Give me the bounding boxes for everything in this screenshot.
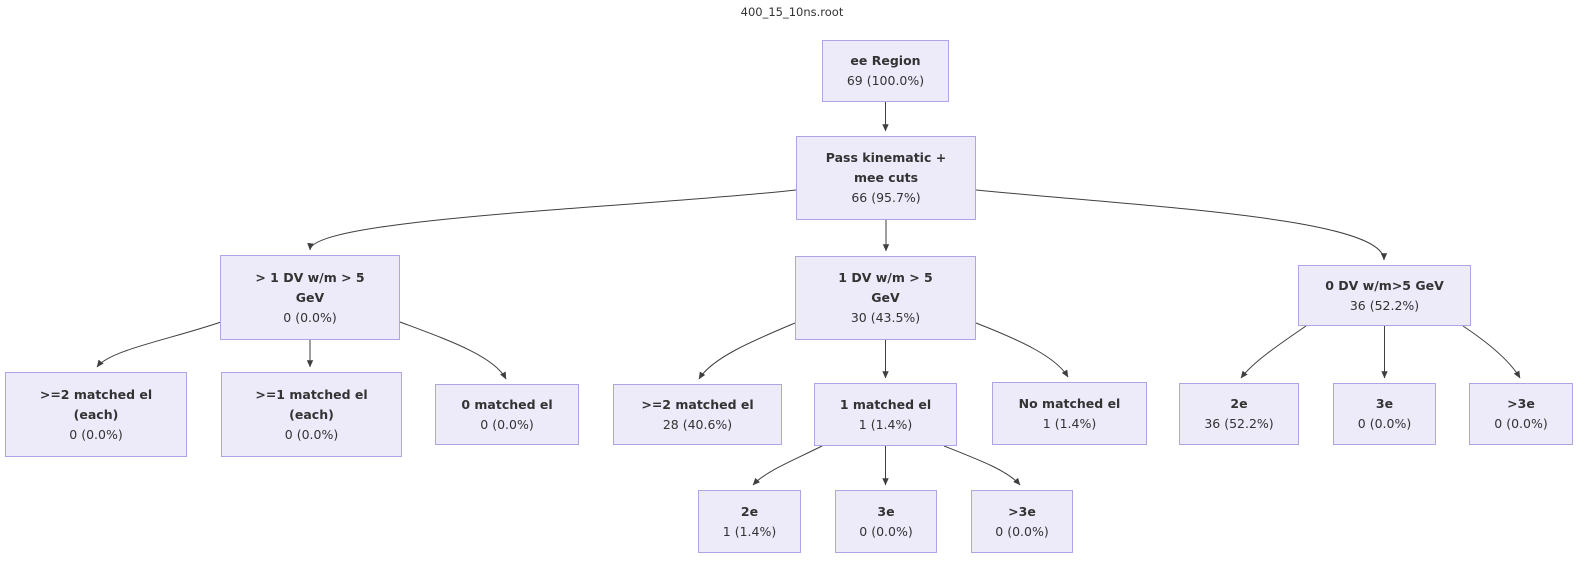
- node-count: 69 (100.0%): [846, 73, 925, 88]
- node-m1-2e: 2e 1 (1.4%): [698, 490, 801, 553]
- edge-zero-dv-to-dv0-gt3e: [1462, 325, 1521, 379]
- node-label: >3e: [1008, 503, 1036, 519]
- node-m1-gt3e: >3e 0 (0.0%): [971, 490, 1073, 553]
- node-count: 1 (1.4%): [722, 523, 777, 539]
- edge-pass-kinematic-to-gt1-dv: [307, 189, 797, 251]
- node-no-matched: No matched el 1 (1.4%): [992, 382, 1147, 445]
- node-label: 3e: [877, 503, 895, 519]
- node-label: Pass kinematic + mee cuts: [825, 150, 947, 185]
- node-ee-region: ee Region 69 (100.0%): [822, 40, 949, 102]
- node-count: 30 (43.5%): [850, 310, 921, 325]
- node-count: 0 (0.0%): [283, 309, 337, 325]
- node-count: 0 (0.0%): [859, 523, 913, 539]
- node-count: 1 (1.4%): [858, 416, 913, 432]
- node-count: 0 (0.0%): [69, 426, 123, 442]
- node-count: 0 (0.0%): [1357, 416, 1412, 431]
- node-m1-3e: 3e 0 (0.0%): [835, 490, 937, 553]
- node-count: 0 (0.0%): [995, 523, 1049, 539]
- node-label: 1 DV w/m > 5 GeV: [838, 270, 933, 305]
- node-count: 36 (52.2%): [1204, 416, 1274, 431]
- node-count: 0 (0.0%): [1494, 416, 1548, 431]
- node-dv0-2e: 2e 36 (52.2%): [1179, 383, 1299, 445]
- edge-one-matched-to-m1-2e: [752, 445, 823, 486]
- node-count: 0 (0.0%): [480, 416, 534, 432]
- edge-one-dv-to-no-matched: [975, 322, 1069, 378]
- node-label: >=2 matched el (each): [39, 386, 153, 422]
- edge-gt1-dv-to-ge2-matched-each: [96, 321, 222, 368]
- node-zero-dv: 0 DV w/m>5 GeV 36 (52.2%): [1298, 265, 1471, 326]
- node-pass-kinematic: Pass kinematic + mee cuts 66 (95.7%): [796, 136, 976, 220]
- node-label: 0 matched el: [461, 396, 553, 412]
- node-count: 1 (1.4%): [1042, 415, 1097, 431]
- node-count: 0 (0.0%): [284, 426, 339, 442]
- node-dv0-gt3e: >3e 0 (0.0%): [1469, 383, 1573, 445]
- node-label: 1 matched el: [839, 396, 932, 412]
- node-dv0-3e: 3e 0 (0.0%): [1333, 383, 1436, 445]
- node-label: 2e: [740, 503, 759, 519]
- node-label: 2e: [1230, 396, 1248, 411]
- diagram-title: 400_15_10ns.root: [740, 5, 844, 19]
- node-count: 66 (95.7%): [851, 190, 921, 205]
- edge-one-dv-to-ge2-matched: [698, 322, 796, 380]
- node-count: 36 (52.2%): [1349, 297, 1420, 313]
- node-label: >=1 matched el (each): [255, 386, 368, 422]
- edge-zero-dv-to-dv0-2e: [1240, 325, 1307, 379]
- node-ge1-matched-each: >=1 matched el (each) 0 (0.0%): [221, 372, 402, 457]
- node-label: ee Region: [850, 53, 921, 68]
- node-one-matched: 1 matched el 1 (1.4%): [814, 383, 957, 446]
- node-zero-matched: 0 matched el 0 (0.0%): [435, 384, 579, 445]
- node-ge2-matched-each: >=2 matched el (each) 0 (0.0%): [5, 372, 187, 457]
- node-label: > 1 DV w/m > 5 GeV: [255, 269, 365, 305]
- node-ge2-matched: >=2 matched el 28 (40.6%): [613, 384, 782, 445]
- node-count: 28 (40.6%): [662, 416, 733, 432]
- node-label: 0 DV w/m>5 GeV: [1325, 277, 1444, 293]
- node-gt1-dv: > 1 DV w/m > 5 GeV 0 (0.0%): [220, 255, 400, 340]
- node-label: 3e: [1375, 396, 1394, 411]
- node-label: No matched el: [1018, 395, 1121, 411]
- node-label: >=2 matched el: [641, 396, 754, 412]
- node-one-dv: 1 DV w/m > 5 GeV 30 (43.5%): [795, 256, 976, 340]
- edge-one-matched-to-m1-gt3e: [943, 445, 1021, 486]
- edge-pass-kinematic-to-zero-dv: [975, 189, 1388, 261]
- edge-gt1-dv-to-zero-matched: [399, 321, 507, 380]
- node-label: >3e: [1507, 396, 1535, 411]
